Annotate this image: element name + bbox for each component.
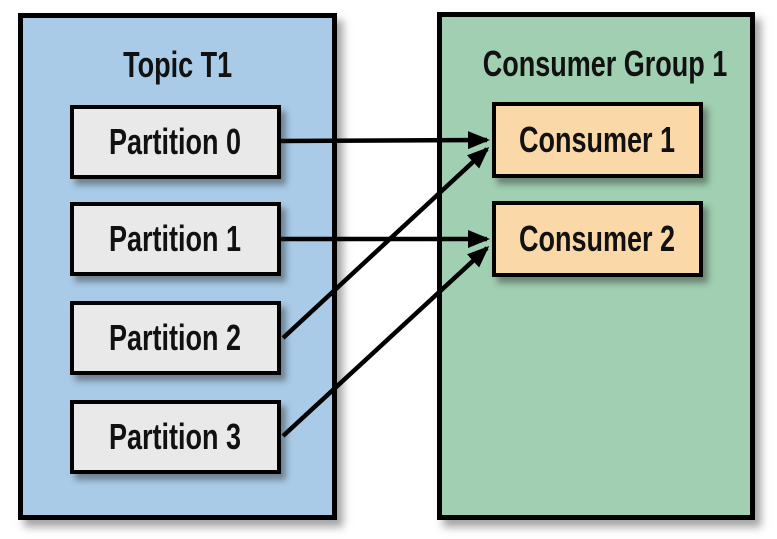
consumer-1-label: Consumer 1 (519, 119, 676, 160)
consumer-1-box: Consumer 1 (492, 102, 703, 178)
consumer-group-title-text: Consumer Group 1 (482, 43, 728, 84)
partition-1-box: Partition 1 (70, 202, 281, 276)
consumer-2-label: Consumer 2 (519, 218, 676, 259)
partition-0-box: Partition 0 (70, 105, 281, 179)
partition-3-label: Partition 3 (109, 416, 242, 457)
topic-title-text: Topic T1 (122, 44, 233, 85)
partition-2-box: Partition 2 (70, 301, 281, 375)
partition-3-box: Partition 3 (70, 400, 281, 474)
partition-1-label: Partition 1 (109, 218, 242, 259)
consumer-group-title: Consumer Group 1 (442, 43, 750, 85)
consumer-2-box: Consumer 2 (492, 201, 703, 277)
topic-title: Topic T1 (23, 44, 332, 86)
partition-0-label: Partition 0 (109, 121, 242, 162)
partition-2-label: Partition 2 (109, 317, 242, 358)
